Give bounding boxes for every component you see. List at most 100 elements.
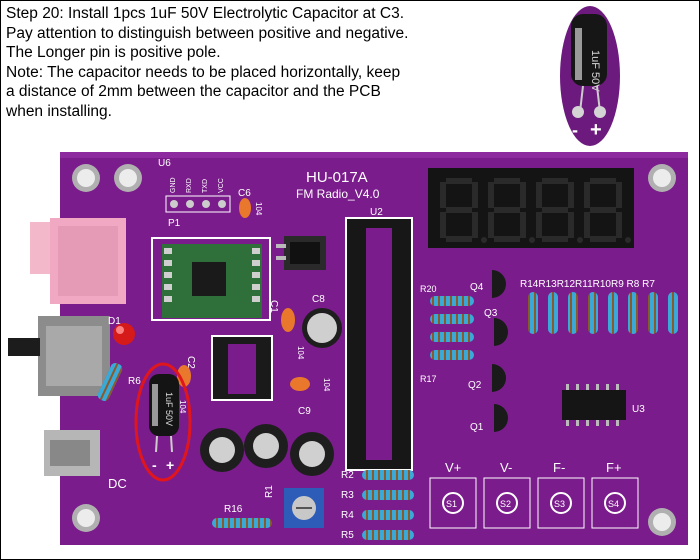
display-segment: [488, 182, 494, 208]
display-segment: [440, 212, 446, 238]
electrolytic-capacitors: [200, 424, 334, 476]
highlight-ellipse: [134, 362, 192, 482]
display-segment: [520, 182, 526, 208]
display-digits: [440, 178, 631, 243]
display-segment: [520, 212, 526, 238]
switch-label: S1: [446, 499, 457, 509]
switch-label: S4: [608, 499, 619, 509]
c1-value: 104: [296, 346, 305, 360]
display-segment: [472, 182, 478, 208]
button-label: V+: [445, 460, 461, 475]
instruction-line: when installing.: [6, 102, 112, 120]
ref-u2: U2: [370, 207, 383, 218]
ref-c9: C9: [298, 406, 311, 417]
ref-u6: U6: [158, 158, 171, 169]
display-segment: [494, 178, 520, 184]
ref-q4: Q4: [470, 282, 484, 293]
display-segment: [494, 236, 520, 242]
mounting-holes: [72, 164, 676, 536]
board-subtitle: FM Radio_V4.0: [296, 187, 380, 201]
c3-minus-label: -: [152, 457, 157, 473]
inset-minus-label: -: [572, 120, 578, 140]
ref-q1: Q1: [470, 422, 484, 433]
pin-label: RXD: [186, 178, 193, 193]
display-segment: [446, 236, 472, 242]
board-name: HU-017A: [306, 169, 368, 186]
display-segment: [590, 178, 616, 184]
instruction-line: Pay attention to distinguish between pos…: [6, 24, 409, 42]
c3-plus-label: +: [166, 457, 174, 473]
instruction-line: Step 20: Install 1pcs 1uF 50V Electrolyt…: [6, 5, 405, 22]
display-segment: [494, 207, 520, 213]
ref-r16: R16: [224, 504, 243, 515]
resistor-stack-bottom: [362, 470, 414, 540]
ref-r4: R4: [341, 510, 354, 521]
ref-p1: P1: [168, 218, 181, 229]
display-segment: [568, 182, 574, 208]
display-segment: [590, 207, 616, 213]
display-segment: [616, 182, 622, 208]
instruction-text: Step 20: Install 1pcs 1uF 50V Electrolyt…: [6, 4, 526, 122]
button-group: V+ S1 V- S2 F- S3 F+ S4: [429, 460, 639, 529]
display-segment: [542, 178, 568, 184]
c3-capacitor: 1uF 50V 104 - +: [149, 374, 187, 473]
pin-label: TXD: [202, 179, 209, 193]
ref-r1: R1: [264, 485, 275, 498]
button-s4[interactable]: F+ S4: [591, 460, 639, 529]
display-segment: [584, 182, 590, 208]
ref-u3: U3: [632, 404, 645, 415]
display-segment: [542, 236, 568, 242]
display-segment: [568, 212, 574, 238]
button-s1[interactable]: V+ S1: [429, 460, 477, 529]
ref-r6: R6: [128, 376, 141, 387]
pin-label: GND: [170, 177, 177, 193]
ref-r3: R3: [341, 490, 354, 501]
display-segment: [536, 182, 542, 208]
switch-label: S3: [554, 499, 565, 509]
display-segment: [446, 178, 472, 184]
ref-r17: R17: [420, 374, 437, 384]
button-label: F+: [606, 460, 622, 475]
header-pin-labels: GND RXD TXD VCC: [170, 177, 225, 193]
display-segment: [488, 212, 494, 238]
ref-c8: C8: [312, 294, 325, 305]
c6-value: 104: [254, 202, 263, 216]
display-decimal-point: [577, 237, 583, 243]
c3-body-label: 1uF 50V: [164, 392, 174, 426]
ref-r20: R20: [420, 284, 437, 294]
display-segment: [472, 212, 478, 238]
instruction-line: a distance of 2mm between the capacitor …: [6, 83, 381, 101]
ref-d1: D1: [108, 316, 121, 327]
ref-c1: C1: [268, 300, 279, 313]
switch-label: S2: [500, 499, 511, 509]
button-s2[interactable]: V- S2: [483, 460, 531, 529]
ref-c6: C6: [238, 188, 251, 199]
capacitor-inset: 1uF 50V - +: [560, 6, 620, 146]
button-s3[interactable]: F- S3: [537, 460, 585, 529]
instruction-line: Note: The capacitor needs to be placed h…: [6, 63, 401, 81]
transistors: [492, 270, 508, 432]
instruction-line: The Longer pin is positive pole.: [6, 44, 221, 62]
ref-q3: Q3: [484, 308, 498, 319]
ref-r5: R5: [341, 530, 354, 541]
display-segment: [584, 212, 590, 238]
display-segment: [440, 182, 446, 208]
display-segment: [590, 236, 616, 242]
inset-capacitor-label: 1uF 50V: [589, 50, 601, 92]
display-decimal-point: [481, 237, 487, 243]
c9-value: 104: [322, 378, 331, 392]
display-decimal-point: [625, 237, 631, 243]
resistor-stack-left: [430, 296, 474, 360]
chip-u3: [562, 390, 626, 420]
pin-label: VCC: [218, 178, 225, 193]
inset-plus-label: +: [590, 119, 602, 141]
ref-r2: R2: [341, 470, 354, 481]
ref-dc: DC: [108, 476, 127, 491]
button-label: F-: [553, 460, 565, 475]
ref-resistor-row: R14R13R12R11R10R9 R8 R7: [520, 279, 655, 290]
ref-c2: C2: [185, 356, 196, 369]
display-segment: [446, 207, 472, 213]
button-label: V-: [500, 460, 512, 475]
display-decimal-point: [529, 237, 535, 243]
